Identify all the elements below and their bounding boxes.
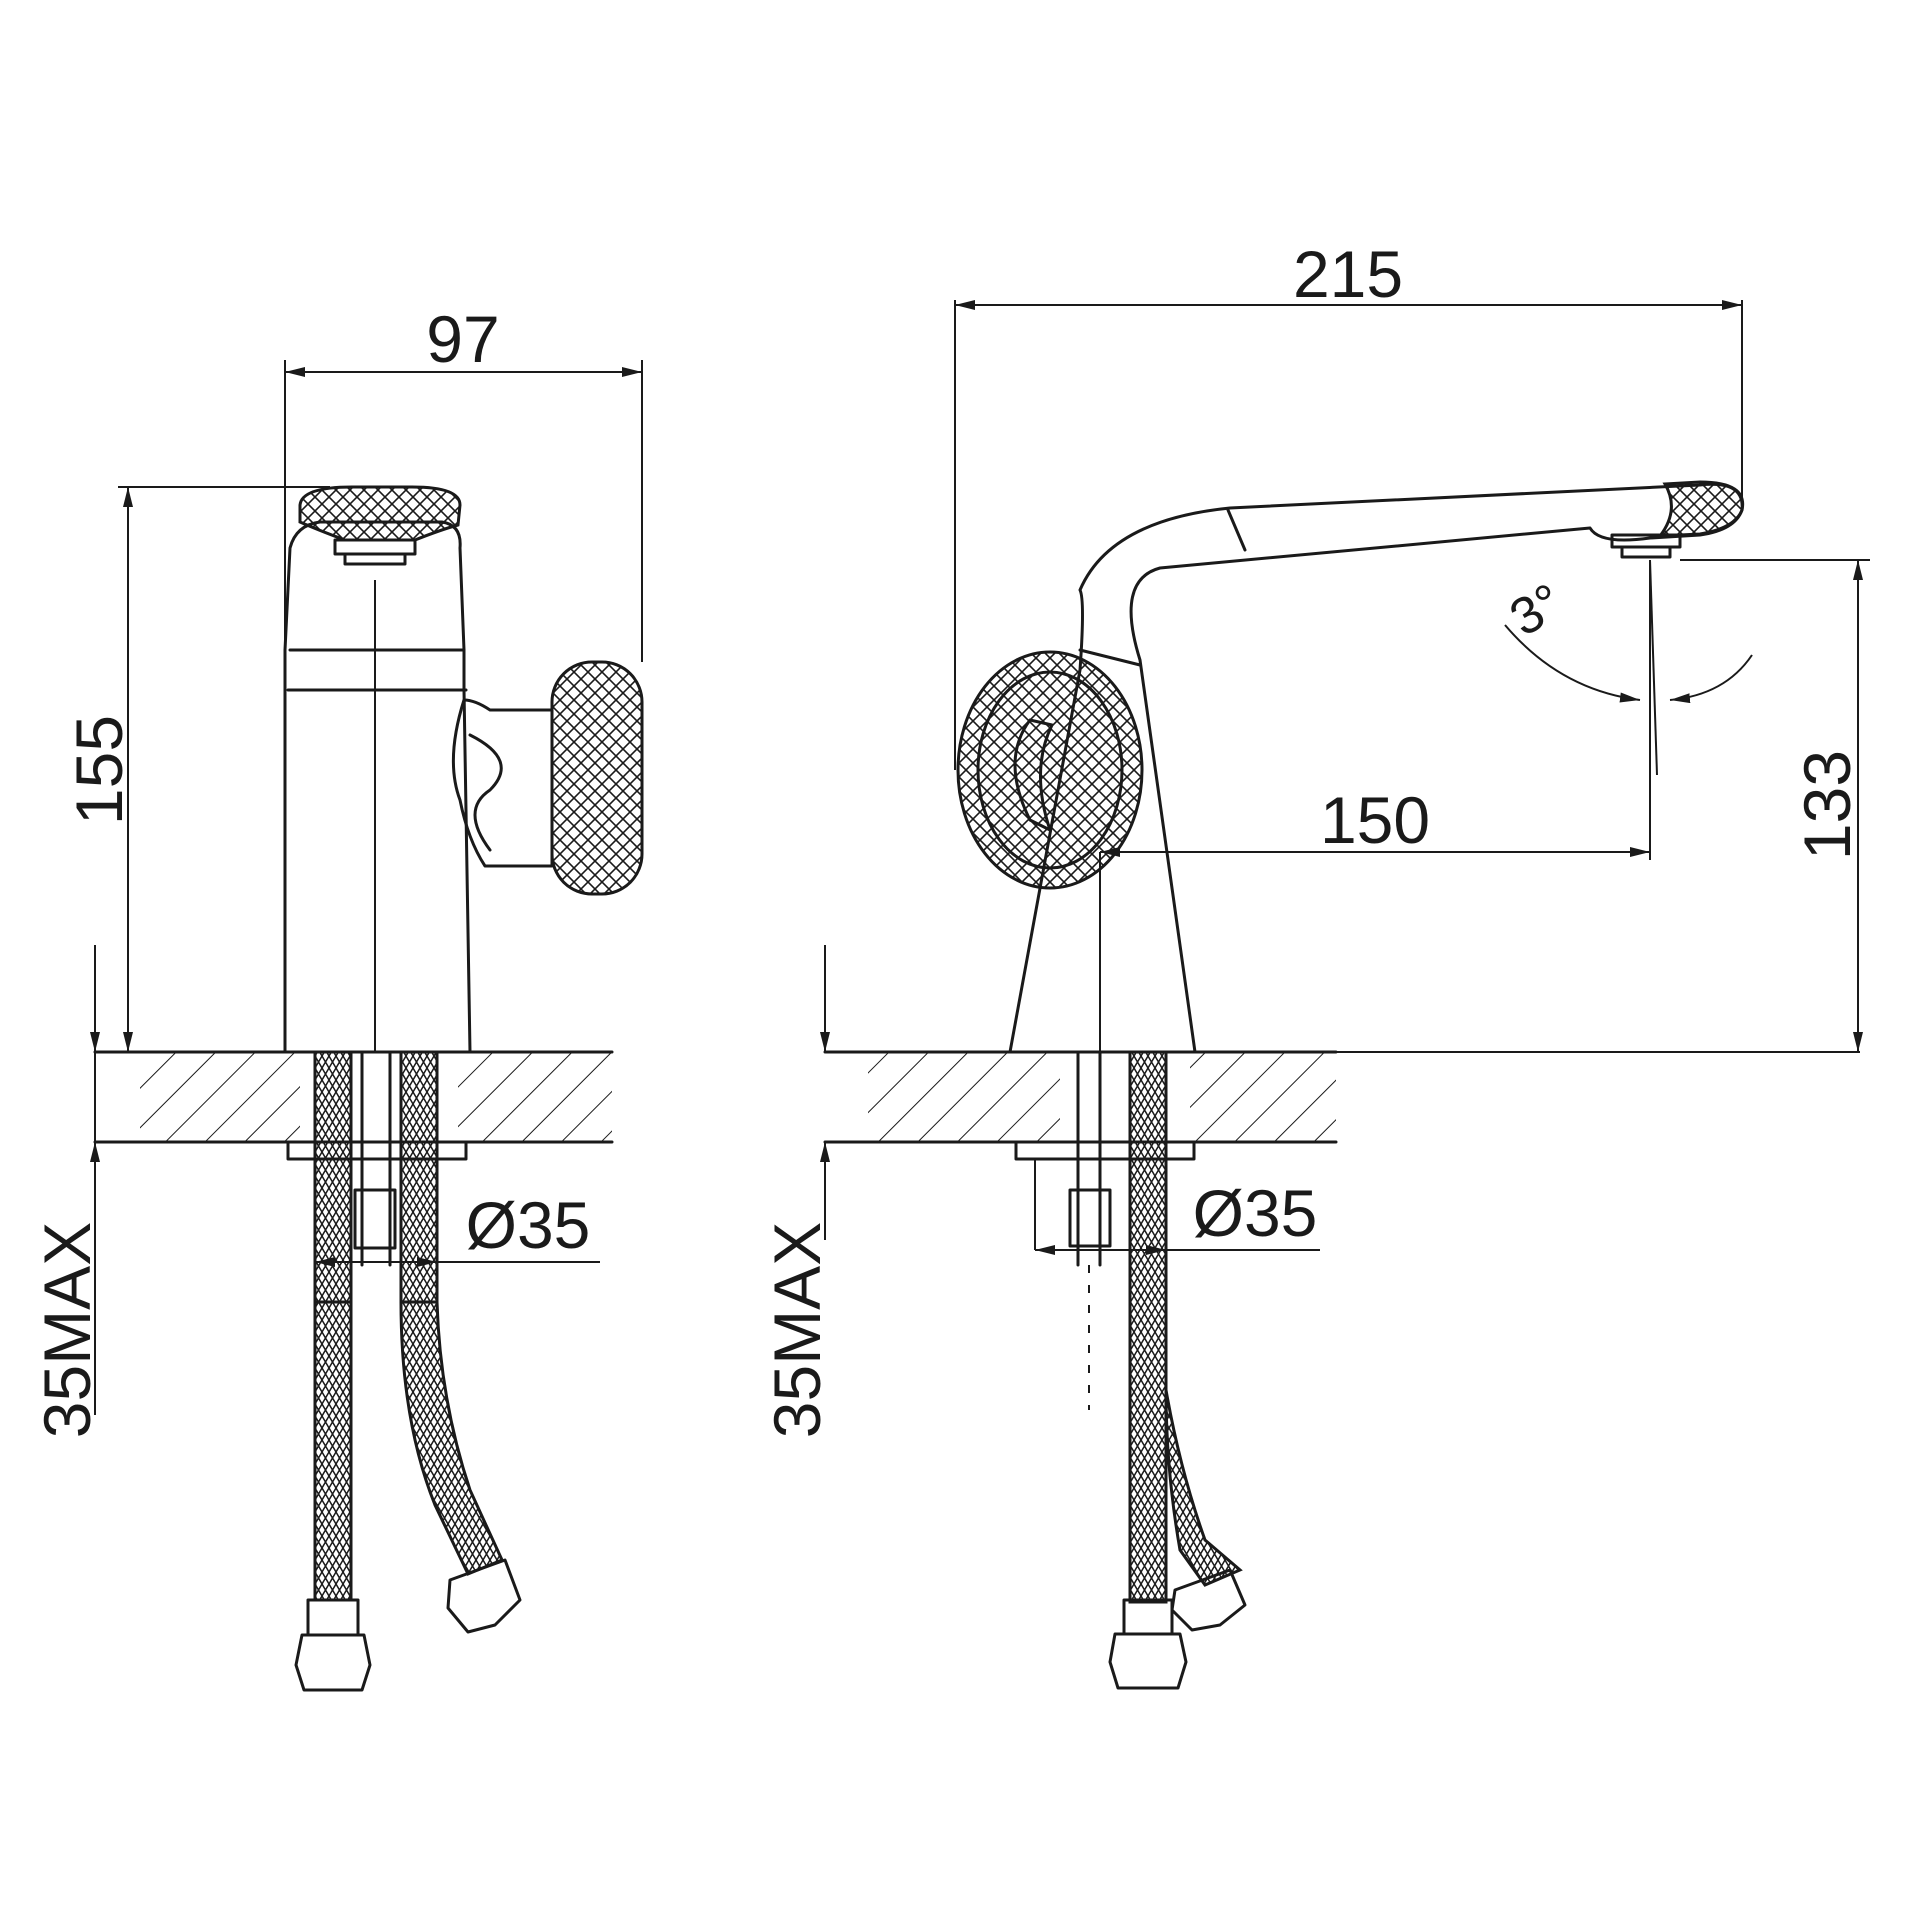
left-counter-thickness-label: 35MAX: [30, 1222, 104, 1438]
right-angle-dimension: 3°: [1500, 559, 1753, 776]
left-supply-hoses: [294, 1050, 522, 1692]
right-angle-label: 3°: [1500, 573, 1572, 648]
right-supply-hoses: [1068, 1050, 1247, 1690]
left-counter-thickness-dimension: 35MAX: [30, 945, 104, 1438]
left-countertop: [93, 1050, 614, 1161]
right-hole-diameter-dimension: Ø35: [1034, 1160, 1320, 1255]
right-counter-thickness-dimension: 35MAX: [760, 945, 834, 1438]
right-length-dimension: 215: [954, 237, 1743, 770]
right-spout-reach-dimension: 150: [1099, 560, 1651, 1052]
left-height-dimension: 155: [62, 486, 330, 1052]
left-faucet-body: [283, 485, 644, 1054]
left-hole-diameter-label: Ø35: [466, 1188, 591, 1262]
right-spout-height-label: 133: [1790, 750, 1864, 860]
right-length-label: 215: [1293, 237, 1403, 311]
right-faucet-body: [1008, 480, 1745, 1054]
left-width-label: 97: [426, 302, 499, 376]
right-hole-diameter-label: Ø35: [1193, 1176, 1318, 1250]
right-spout-reach-label: 150: [1320, 783, 1430, 857]
right-counter-thickness-label: 35MAX: [760, 1222, 834, 1438]
left-width-dimension: 97: [284, 302, 643, 1052]
left-view: 97 155 35MAX Ø35: [30, 302, 644, 1692]
right-view: 215 150 133 3° 35MAX: [760, 237, 1870, 1690]
right-spout-height-dimension: 133: [1680, 559, 1870, 1052]
right-countertop: [823, 1050, 1860, 1161]
left-hole-diameter-dimension: Ø35: [315, 1188, 600, 1267]
left-height-label: 155: [62, 715, 136, 825]
